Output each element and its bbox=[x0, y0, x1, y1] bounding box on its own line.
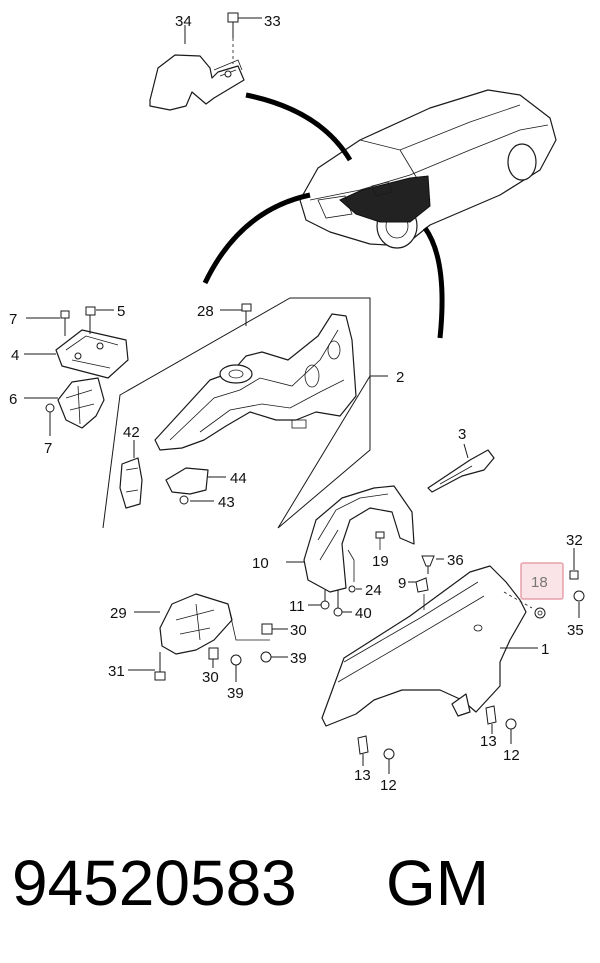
part-2-frame-rail bbox=[154, 313, 357, 451]
callout-5: 5 bbox=[117, 303, 125, 320]
callout-10: 10 bbox=[252, 555, 269, 572]
callout-13: 13 bbox=[354, 767, 371, 784]
callout-35: 35 bbox=[567, 622, 584, 639]
part-1-fender bbox=[321, 565, 527, 727]
callout-33: 33 bbox=[264, 13, 281, 30]
clip-13-left bbox=[357, 735, 369, 766]
bolt-33 bbox=[227, 12, 239, 38]
callout-39: 39 bbox=[227, 685, 244, 702]
callout-28: 28 bbox=[197, 303, 214, 320]
brand-name: GM bbox=[386, 847, 490, 919]
part-34-bracket bbox=[149, 54, 245, 111]
clip-32 bbox=[569, 570, 579, 580]
callout-36: 36 bbox=[447, 552, 464, 569]
callout-11: 11 bbox=[289, 598, 305, 615]
bolt-7-bottom bbox=[45, 403, 55, 424]
callout-29: 29 bbox=[110, 605, 127, 622]
callout-12: 12 bbox=[503, 747, 520, 764]
car-outline bbox=[299, 89, 557, 249]
callout-12: 12 bbox=[380, 777, 397, 794]
highlight-box-18 bbox=[520, 562, 564, 600]
callout-24: 24 bbox=[365, 582, 382, 599]
part-4-bracket bbox=[55, 329, 129, 379]
callout-9: 9 bbox=[398, 575, 406, 592]
clip-30-left bbox=[208, 647, 219, 660]
part-number: 94520583 bbox=[12, 847, 297, 919]
screw-12-left bbox=[383, 748, 395, 774]
callout-30: 30 bbox=[290, 622, 307, 639]
nut-18 bbox=[534, 607, 546, 619]
nut-40 bbox=[333, 607, 352, 617]
callout-7: 7 bbox=[44, 440, 52, 457]
callout-13: 13 bbox=[480, 733, 497, 750]
bolt-31 bbox=[154, 652, 166, 681]
footer: 94520583 GM bbox=[12, 838, 592, 928]
clip-9 bbox=[415, 577, 429, 610]
callout-6: 6 bbox=[9, 391, 17, 408]
bolt-43 bbox=[179, 495, 189, 505]
part-3-reinforcement bbox=[427, 449, 495, 493]
callout-40: 40 bbox=[355, 605, 372, 622]
callout-34: 34 bbox=[175, 13, 192, 30]
callout-32: 32 bbox=[566, 532, 583, 549]
bolt-7-top bbox=[60, 310, 70, 336]
part-42-bracket bbox=[119, 457, 143, 509]
part-44-bracket bbox=[165, 467, 209, 495]
callout-4: 4 bbox=[11, 347, 19, 364]
callout-44: 44 bbox=[230, 470, 247, 487]
clip-13-right bbox=[485, 705, 497, 734]
callout-3: 3 bbox=[458, 426, 466, 443]
bolt-39-right bbox=[260, 651, 272, 663]
clip-35 bbox=[573, 590, 585, 602]
callout-2: 2 bbox=[396, 369, 404, 386]
callout-7: 7 bbox=[9, 311, 17, 328]
callout-30: 30 bbox=[202, 669, 219, 686]
callout-31: 31 bbox=[108, 663, 125, 680]
screw-36 bbox=[421, 555, 435, 574]
callout-1: 1 bbox=[541, 641, 549, 658]
callout-19: 19 bbox=[372, 553, 389, 570]
part-29-splash-shield bbox=[159, 593, 270, 655]
callout-43: 43 bbox=[218, 494, 235, 511]
clip-30-right bbox=[261, 623, 273, 635]
bolt-11 bbox=[320, 600, 330, 610]
screw-12-right bbox=[505, 718, 517, 744]
callout-39: 39 bbox=[290, 650, 307, 667]
bolt-5 bbox=[85, 306, 96, 334]
callout-42: 42 bbox=[123, 424, 140, 441]
part-6-bracket bbox=[57, 377, 105, 429]
callout-18: 18 bbox=[531, 574, 548, 591]
bolt-39-left bbox=[230, 654, 242, 682]
bolt-28 bbox=[241, 303, 252, 326]
